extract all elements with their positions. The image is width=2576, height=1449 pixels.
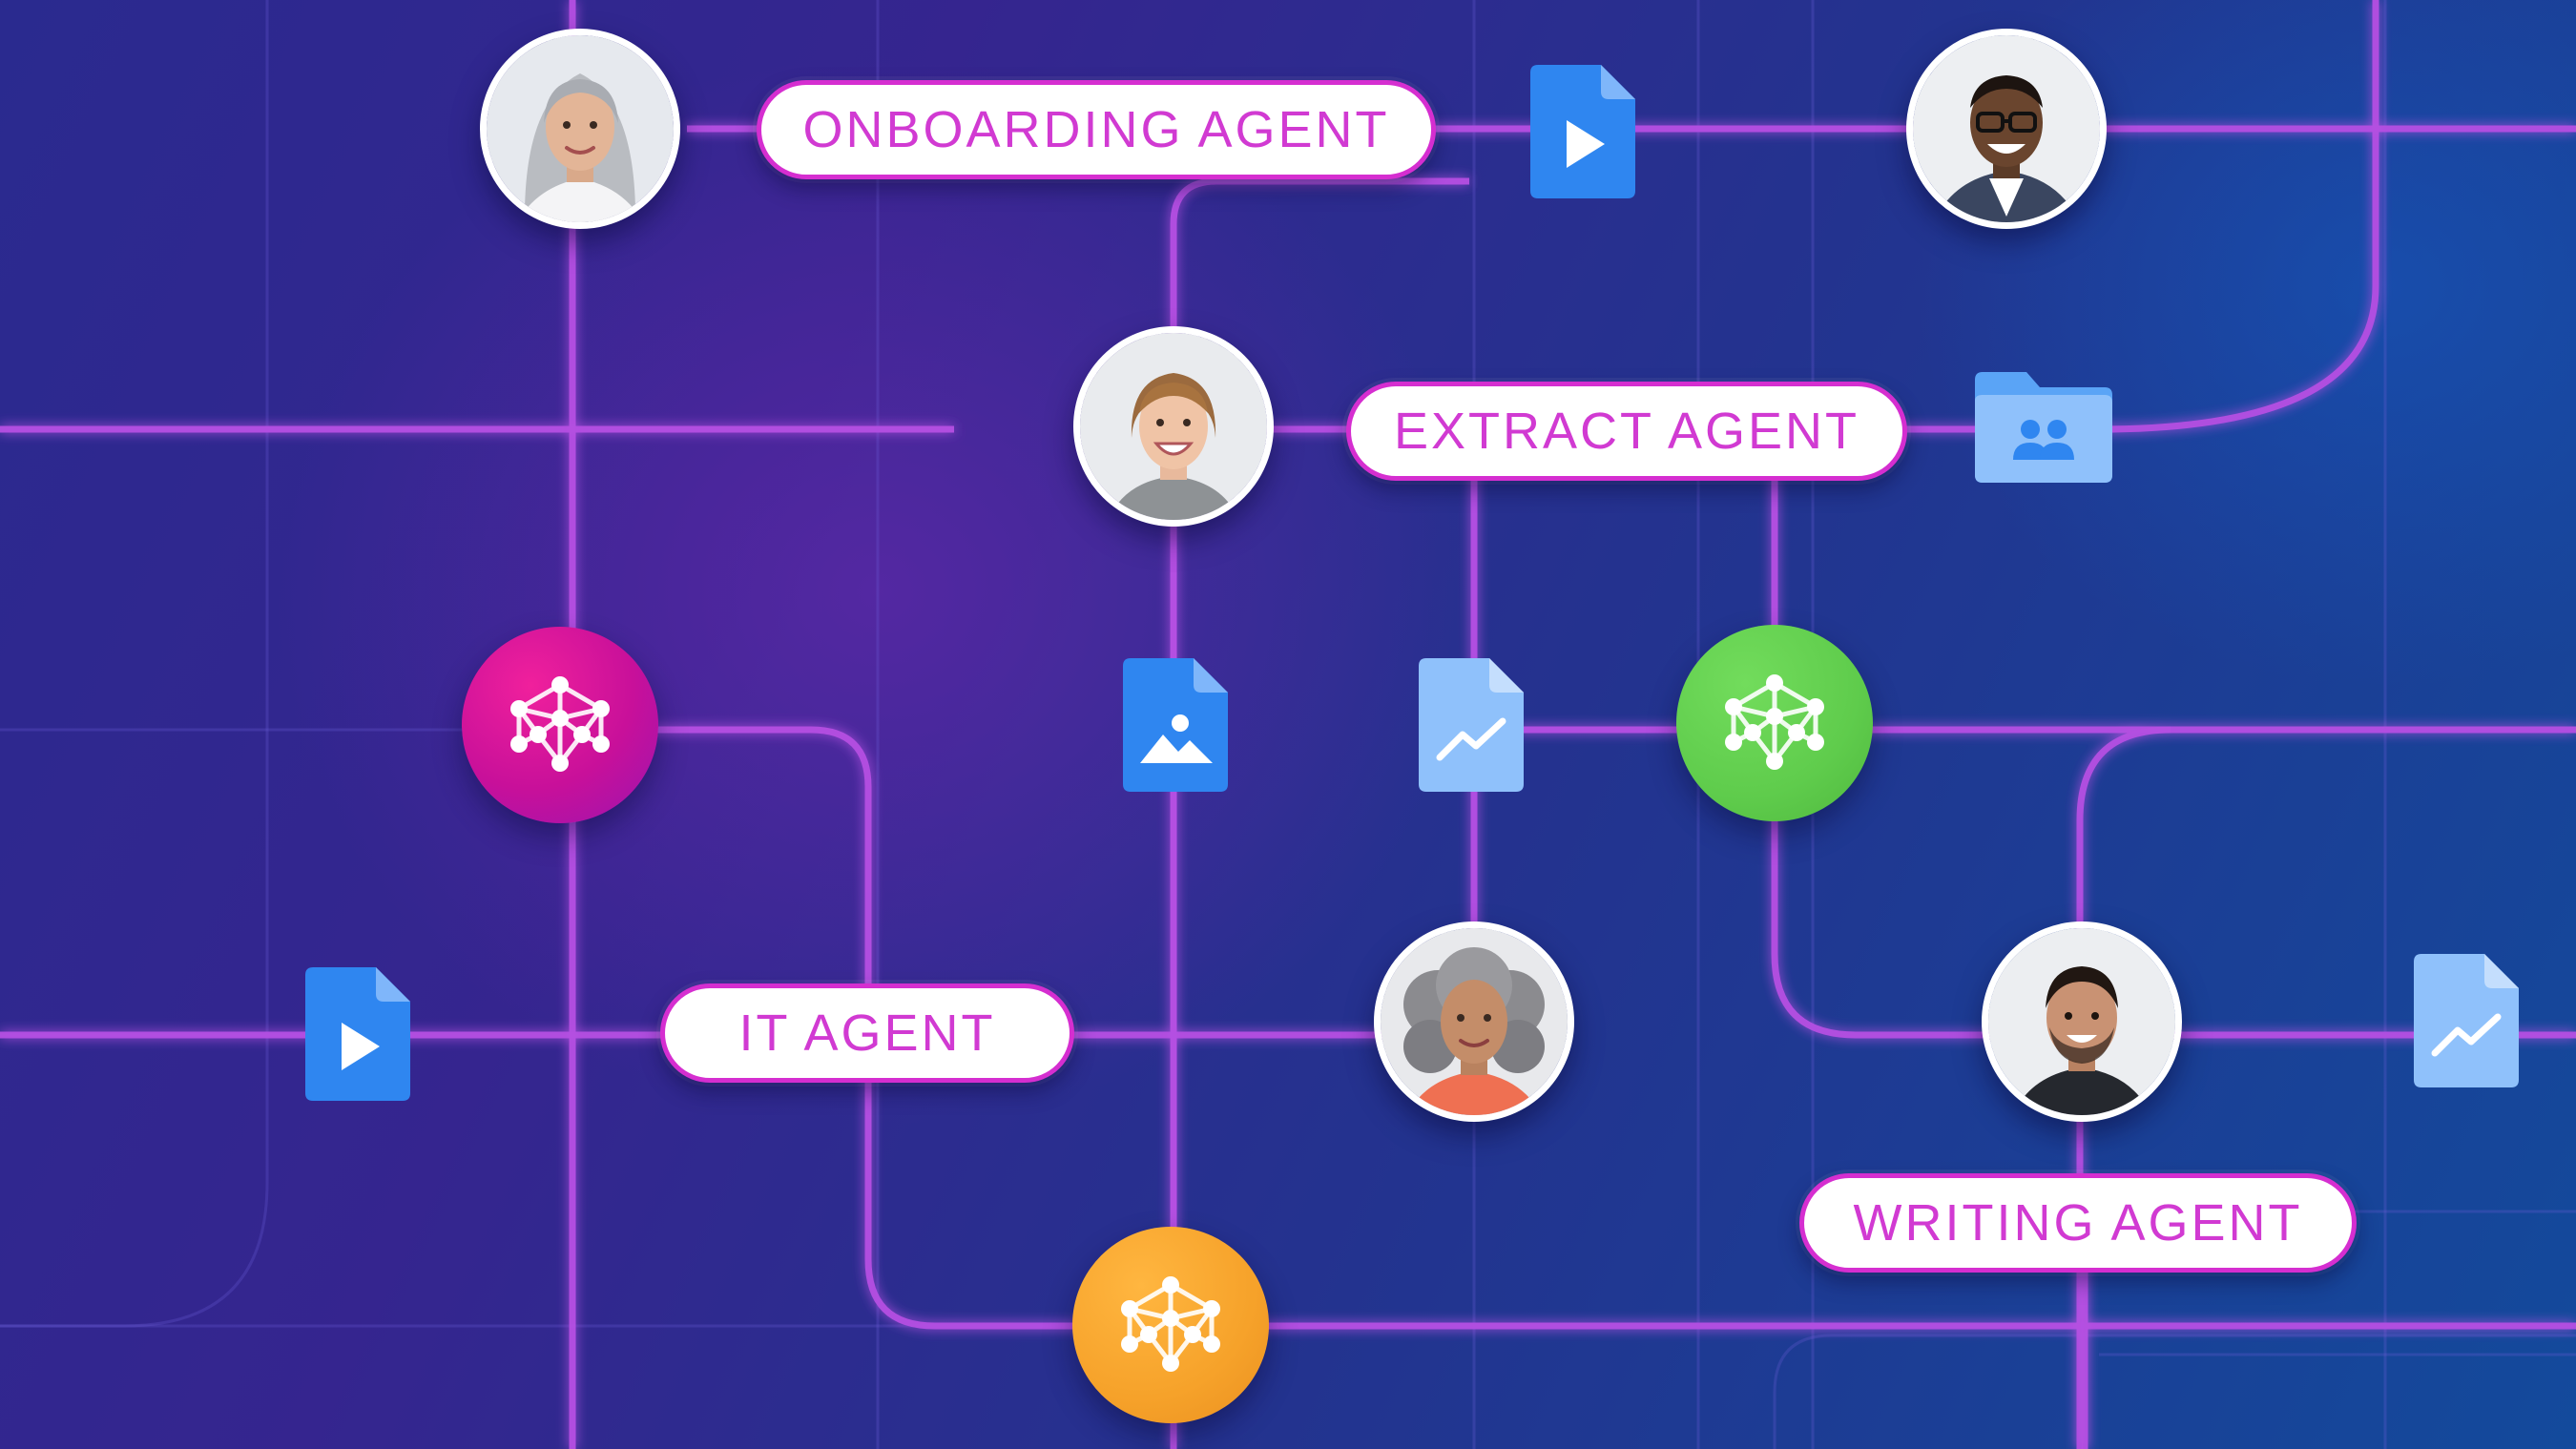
chart-file-icon[interactable]: [2414, 954, 2519, 1087]
avatar[interactable]: [1073, 326, 1274, 527]
extract-agent-label[interactable]: EXTRACT AGENT: [1346, 382, 1907, 481]
neural-network-icon: [1121, 1276, 1220, 1372]
shared-folder-icon[interactable]: [1975, 372, 2112, 483]
onboarding-agent-label[interactable]: ONBOARDING AGENT: [757, 80, 1436, 179]
neural-network-icon: [510, 676, 610, 772]
avatar[interactable]: [1374, 921, 1574, 1122]
avatar[interactable]: [1982, 921, 2182, 1122]
writing-agent-label[interactable]: WRITING AGENT: [1799, 1173, 2357, 1273]
video-file-icon[interactable]: [1530, 65, 1635, 198]
ai-node-magenta[interactable]: [462, 627, 658, 823]
chart-file-icon[interactable]: [1419, 658, 1524, 792]
video-file-icon[interactable]: [305, 967, 410, 1101]
it-agent-label[interactable]: IT AGENT: [660, 983, 1074, 1083]
ai-node-green[interactable]: [1676, 625, 1873, 821]
avatar[interactable]: [480, 29, 680, 229]
image-file-icon[interactable]: [1123, 658, 1228, 792]
neural-network-icon: [1725, 674, 1824, 770]
avatar[interactable]: [1906, 29, 2107, 229]
ai-node-orange[interactable]: [1072, 1227, 1269, 1423]
